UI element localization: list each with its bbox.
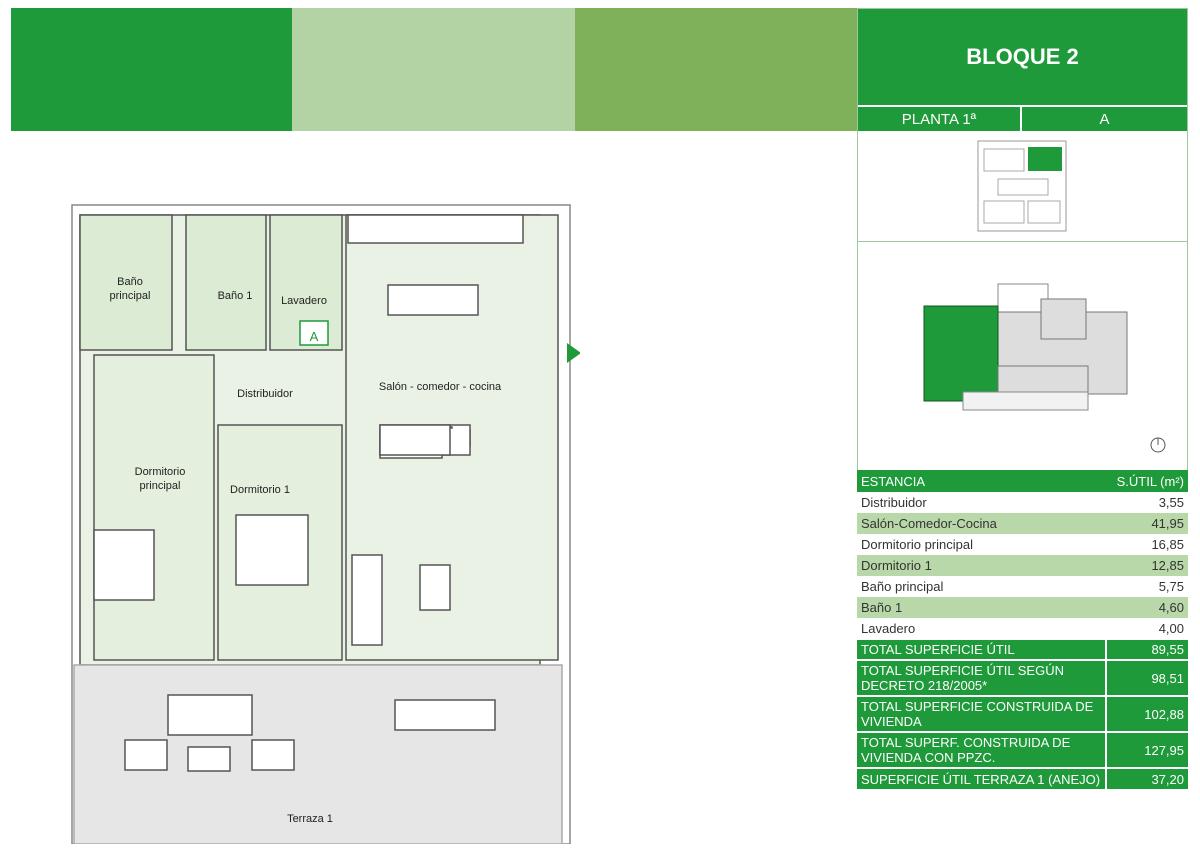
room-label: Distribuidor: [237, 388, 293, 400]
total-row: TOTAL SUPERFICIE ÚTIL SEGÚN DECRETO 218/…: [857, 659, 1188, 696]
total-row: TOTAL SUPERF. CONSTRUIDA DE VIVIENDA CON…: [857, 731, 1188, 768]
room-label: Baño 1: [217, 290, 253, 302]
header-band-dark: [11, 8, 292, 131]
entrance-arrow-icon: [567, 343, 581, 363]
key-plan: [858, 131, 1187, 242]
info-panel: BLOQUE 2 PLANTA 1ª A: [857, 8, 1188, 471]
room-label: Lavadero: [281, 295, 327, 307]
unit-label: A: [1099, 110, 1110, 128]
header-band-mid: [575, 8, 857, 131]
block-title: BLOQUE 2: [858, 9, 1187, 105]
floor-location-diagram: [923, 283, 1166, 453]
floor-unit-row: PLANTA 1ª A: [858, 105, 1187, 131]
room-label: Terraza 1: [287, 813, 333, 825]
site-plan-thumbnail: [977, 140, 1067, 232]
unit-tag: A: [309, 329, 319, 344]
total-row: SUPERFICIE ÚTIL TERRAZA 1 (ANEJO)37,20: [857, 767, 1188, 789]
header-band-light: [292, 8, 575, 131]
room-label: Baño principal: [109, 276, 151, 302]
room-label: Dormitorio principal: [134, 466, 186, 492]
floor-plan: Baño principal Baño 1 Lavadero A Distrib…: [60, 195, 581, 845]
room-label: Dormitorio 1: [230, 484, 290, 496]
room-label: Salón - comedor - cocina: [378, 381, 502, 393]
floor-label: PLANTA 1ª: [858, 107, 1022, 131]
location-plan: [858, 242, 1187, 470]
floor-plan-drawing: [71, 204, 581, 845]
